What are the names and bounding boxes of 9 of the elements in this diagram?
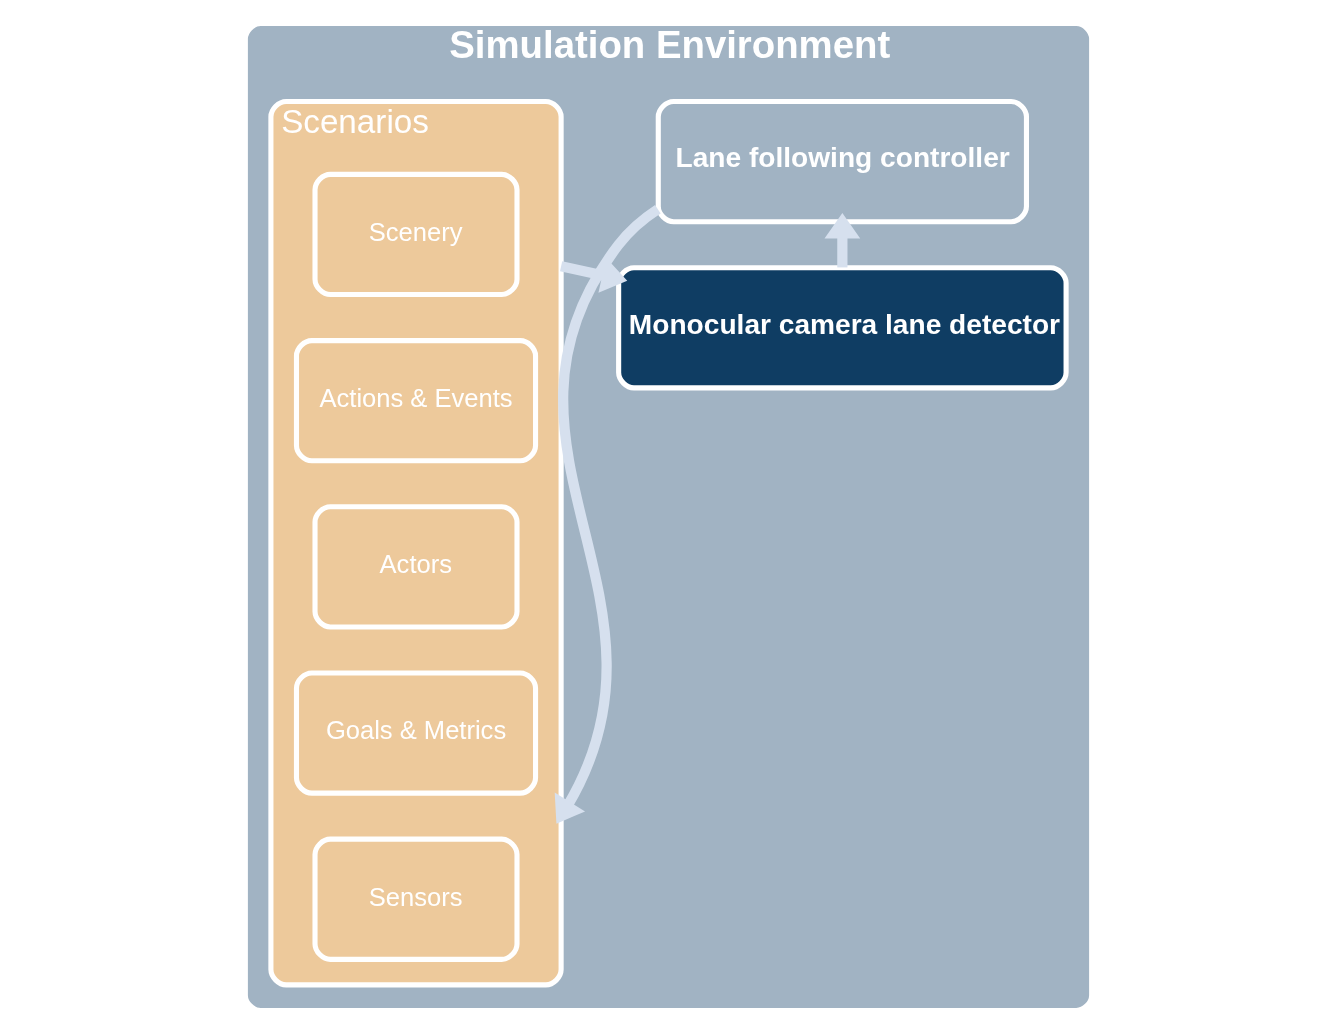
node-box: Lane following controller	[655, 98, 1029, 225]
node-box: Scenery	[311, 171, 520, 298]
node-box: Sensors	[311, 836, 520, 962]
node-box: Monocular camera lane detector	[615, 265, 1069, 391]
arrow	[824, 213, 860, 268]
node-box: Goals & Metrics	[293, 670, 538, 796]
arrow	[554, 205, 661, 824]
node-box: Actions & Events	[293, 338, 538, 464]
node-box: Actors	[311, 504, 520, 630]
